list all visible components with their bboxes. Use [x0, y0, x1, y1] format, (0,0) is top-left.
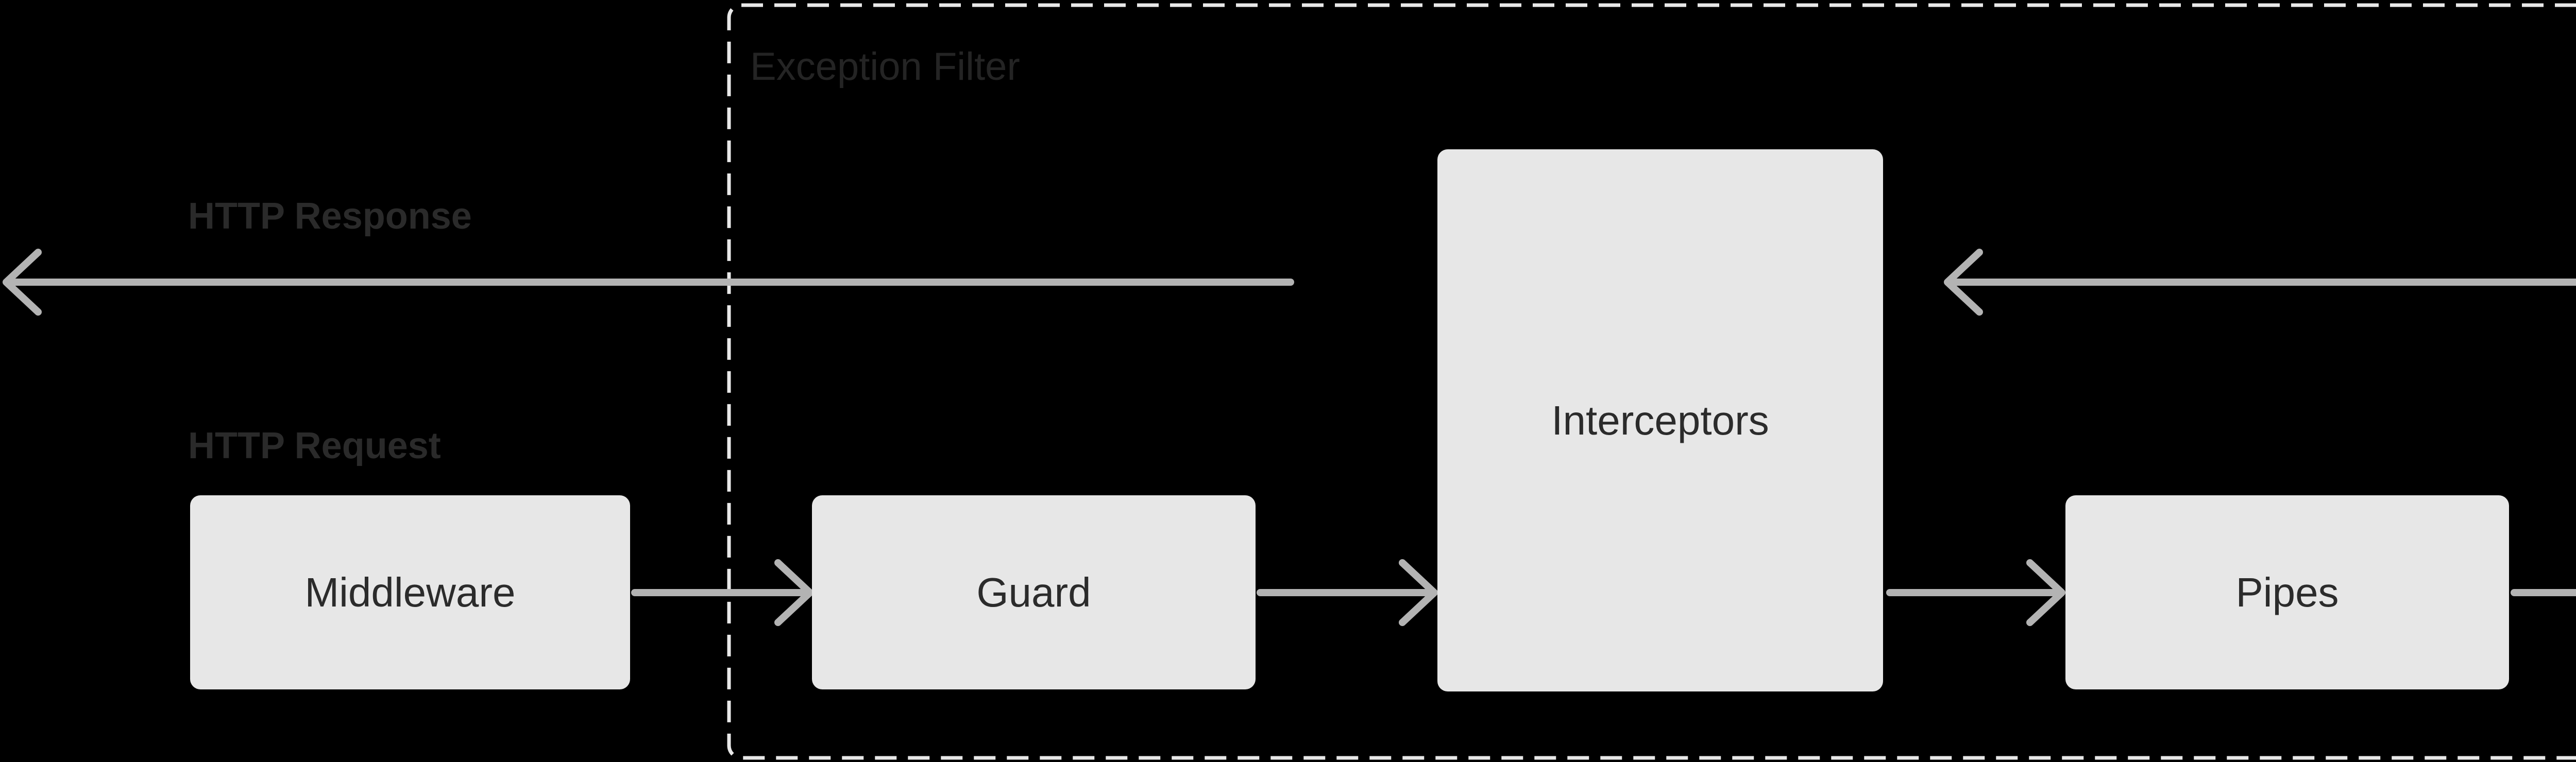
interceptors-label: Interceptors	[1551, 397, 1769, 443]
arrowhead-right-icon	[2026, 559, 2065, 626]
arrow-middleware-to-guard	[631, 559, 814, 626]
exception-filter-boundary-label: Exception Filter	[750, 45, 1020, 89]
http-response-label: HTTP Response	[188, 196, 472, 237]
arrow-controller-response	[1944, 249, 2576, 316]
arrow-guard-to-interceptors	[1257, 559, 1438, 626]
arrowhead-left-icon	[3, 249, 42, 316]
node-guard: Guard	[812, 495, 1256, 689]
arrowhead-left-icon	[1944, 249, 1983, 316]
node-middleware: Middleware	[190, 495, 630, 689]
http-request-label: HTTP Request	[188, 425, 441, 466]
arrow-pipes-to-controller	[2511, 589, 2576, 596]
node-interceptors: Interceptors	[1437, 149, 1883, 691]
guard-label: Guard	[976, 569, 1091, 615]
exception-filter-boundary	[727, 3, 2576, 760]
arrowhead-right-icon	[774, 559, 814, 626]
arrow-response-to-client	[3, 249, 1294, 316]
node-pipes: Pipes	[2065, 495, 2509, 689]
arrowhead-right-icon	[1399, 559, 1438, 626]
pipes-label: Pipes	[2235, 569, 2339, 615]
arrow-interceptors-to-pipes	[1886, 559, 2065, 626]
middleware-label: Middleware	[304, 569, 516, 615]
